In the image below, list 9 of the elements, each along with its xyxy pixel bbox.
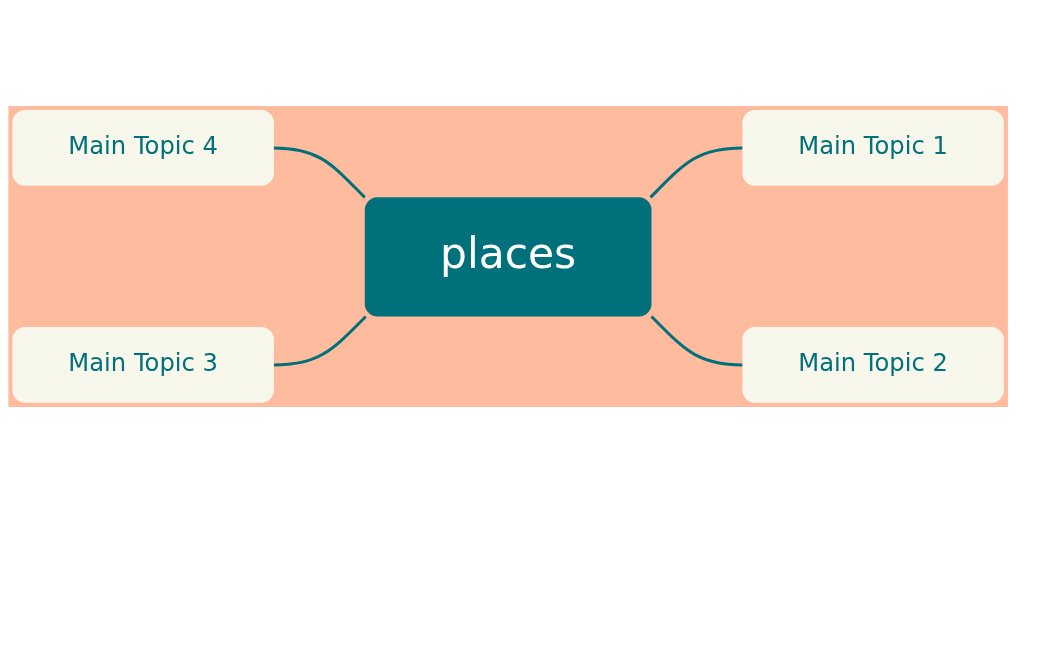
node-box: Main Topic 4 — [12, 109, 274, 186]
node-box: Main Topic 3 — [12, 326, 274, 403]
connector — [649, 145, 743, 198]
connector — [650, 314, 743, 366]
node-box: Main Topic 1 — [742, 109, 1004, 186]
node-box: places — [364, 196, 652, 316]
node-box: Main Topic 2 — [742, 326, 1004, 403]
connector — [273, 314, 367, 366]
connector — [273, 145, 366, 198]
